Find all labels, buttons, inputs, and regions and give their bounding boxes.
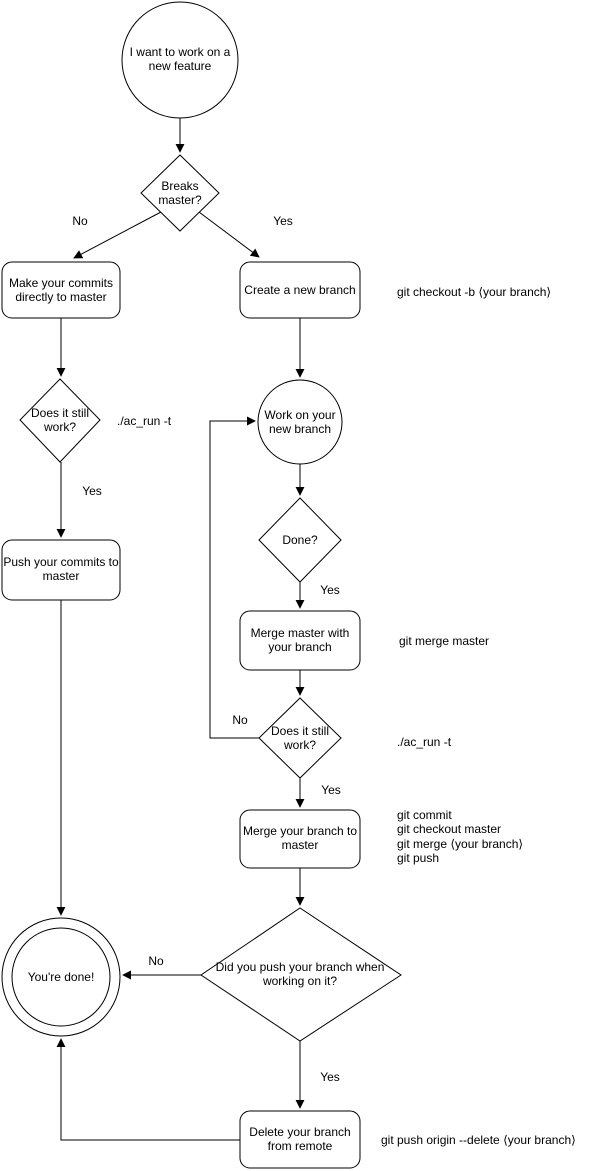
work-branch-circle-shape (257, 379, 343, 465)
node-start: I want to work on a new feature (129, 45, 231, 74)
merge-master-box-shape (239, 610, 361, 671)
node-make-commits: Make your commits directly to master (8, 276, 114, 305)
annotation-ac-run-2: ./ac_run -t (397, 735, 452, 749)
node-still-work-1: Does it still work? (30, 406, 89, 435)
node-did-push: Did you push your branch when working on… (215, 960, 385, 989)
still-work-1-diamond-shape (19, 378, 101, 463)
edge-label-still2-no: No (232, 713, 248, 727)
annotation-merge-cmd-4: git push (397, 851, 440, 866)
node-done-q: Done? (282, 533, 318, 547)
node-create-branch: Create a new branch (244, 283, 356, 297)
annotation-merge-cmds: git commit git checkout master git merge… (397, 808, 523, 866)
make-commits-box-shape (1, 261, 121, 319)
node-breaks-master: Breaks master? (158, 179, 202, 208)
edge-still2-no-loop (209, 416, 260, 739)
edge-label-breaks-no: No (72, 214, 88, 228)
annotation-ac-run-1: ./ac_run -t (117, 414, 172, 428)
node-merge-master: Merge master with your branch (250, 626, 350, 655)
annotation-merge-master-cmd: git merge master (399, 634, 490, 648)
node-push-commits: Push your commits to master (3, 555, 119, 584)
delete-branch-box-shape (239, 1110, 361, 1169)
edge-breaks-no (73, 211, 162, 259)
node-merge-branch: Merge your branch to master (242, 824, 358, 853)
annotation-checkout-cmd: git checkout -b ⟨your branch⟩ (397, 285, 552, 299)
node-still-work-2: Does it still work? (270, 724, 329, 753)
edge-label-still2-yes: Yes (321, 783, 341, 797)
breaks-master-diamond-shape (140, 154, 220, 232)
merge-branch-box-shape (239, 809, 361, 869)
edge-label-breaks-yes: Yes (273, 214, 293, 228)
annotation-delete-cmd: git push origin --delete ⟨your branch⟩ (381, 1133, 576, 1147)
done-diamond-shape (258, 497, 342, 583)
edge-label-still1-yes: Yes (82, 484, 102, 498)
node-work-branch: Work on your new branch (264, 408, 336, 437)
edge-delete-loop-to-done (56, 1038, 240, 1141)
annotation-merge-cmd-1: git commit (397, 808, 452, 822)
edge-breaks-yes (198, 211, 260, 258)
create-branch-box-shape (239, 261, 361, 319)
still-work-2-diamond-shape (258, 697, 342, 779)
did-push-diamond-shape (200, 907, 402, 1042)
node-delete-branch: Delete your branch from remote (249, 1125, 351, 1154)
annotation-merge-cmd-2: git checkout master (397, 822, 502, 837)
node-youre-done: You're done! (27, 970, 95, 984)
push-commits-box-shape (1, 539, 121, 601)
done-circle-inner-shape (11, 927, 111, 1027)
edge-label-done-yes: Yes (320, 583, 340, 597)
start-circle-shape (121, 1, 239, 119)
edge-label-didpush-no: No (148, 954, 164, 968)
edge-label-didpush-yes: Yes (320, 1070, 340, 1084)
annotation-merge-cmd-3: git merge ⟨your branch⟩ (397, 836, 524, 851)
